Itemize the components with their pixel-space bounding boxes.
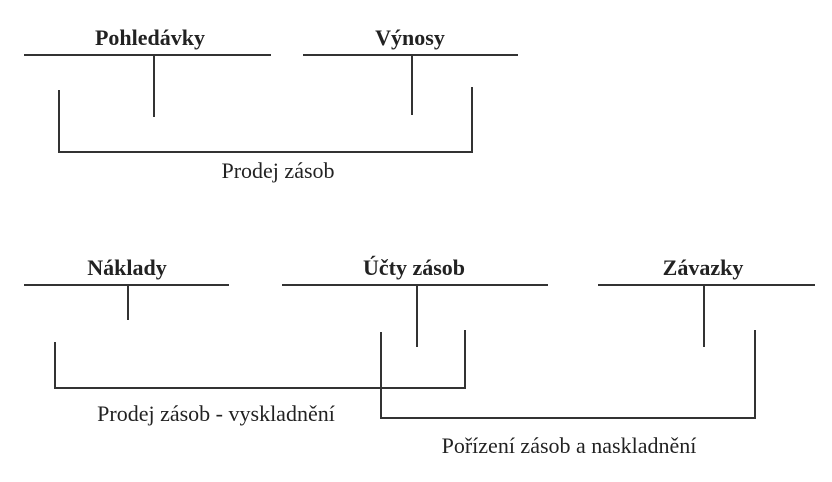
transaction-bracket-naskladneni <box>380 330 756 419</box>
transaction-bracket-vyskladneni <box>54 330 466 389</box>
account-title: Závazky <box>663 255 744 280</box>
account-title: Pohledávky <box>95 25 205 50</box>
t-account-pohledavky: Pohledávky <box>24 25 271 117</box>
transaction-label: Prodej zásob - vyskladnění <box>97 401 335 426</box>
transaction-bracket-prodej <box>58 87 473 153</box>
account-title: Účty zásob <box>363 255 465 280</box>
t-account-naklady: Náklady <box>24 255 229 320</box>
transaction-label: Prodej zásob <box>221 158 334 183</box>
t-account-zavazky: Závazky <box>598 255 815 347</box>
account-title: Náklady <box>87 255 166 280</box>
account-title: Výnosy <box>375 25 445 50</box>
t-account-vynosy: Výnosy <box>303 25 518 115</box>
t-account-ucty-zasob: Účty zásob <box>282 255 548 347</box>
transaction-label: Pořízení zásob a naskladnění <box>442 433 697 458</box>
